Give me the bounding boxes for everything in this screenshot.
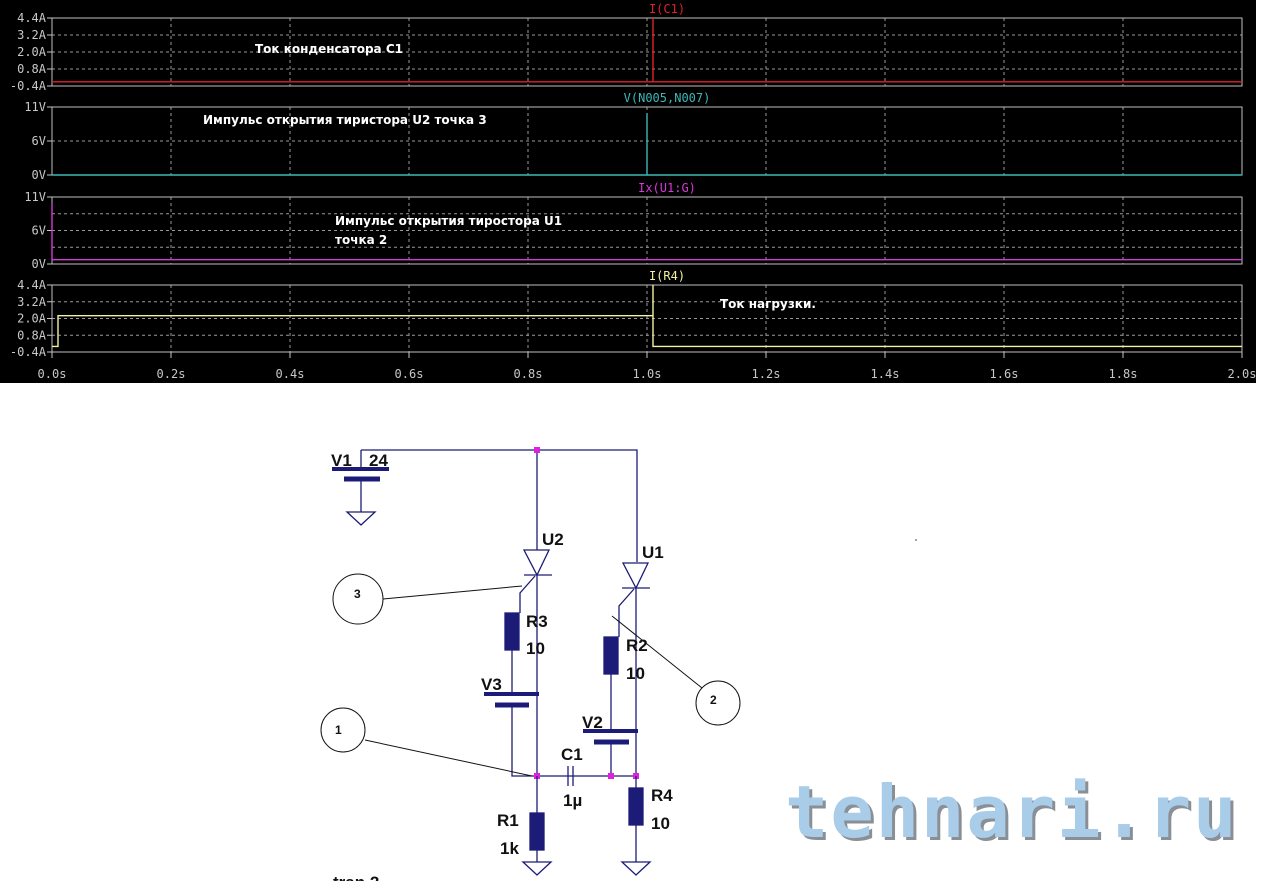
y-tick-label: 0.8A xyxy=(17,328,47,342)
x-tick-label: 0.2s xyxy=(157,367,186,381)
label-v2: V2 xyxy=(582,713,603,732)
resistor-r3-icon xyxy=(504,612,520,651)
trace-annotation: точка 2 xyxy=(335,233,387,247)
x-tick-label: 0.0s xyxy=(38,367,67,381)
y-tick-label: 3.2A xyxy=(17,28,47,42)
wire-v3-node1 xyxy=(511,705,637,777)
point-1-marker xyxy=(320,707,366,753)
trace-annotation: Ток нагрузки. xyxy=(720,297,816,311)
point-2-marker xyxy=(695,680,741,726)
trace-line xyxy=(52,285,1242,348)
x-tick-label: 2.0s xyxy=(1228,367,1256,381)
x-tick-label: 1.0s xyxy=(633,367,662,381)
label-r3: R3 xyxy=(526,612,548,631)
point-3-label: 3 xyxy=(354,587,361,601)
ground-v1-icon xyxy=(345,511,377,526)
y-tick-label: 11V xyxy=(24,190,46,204)
y-tick-label: 6V xyxy=(32,224,46,238)
capacitor-c1-icon xyxy=(567,766,574,786)
waveform-plots: 4.4A 3.2A 2.0A 0.8A -0.4A I(C1) Ток конденсато… xyxy=(10,2,1256,381)
y-tick-label: 3.2A xyxy=(17,295,47,309)
point-1-label: 1 xyxy=(335,723,342,737)
watermark-logo: tehnari.ru xyxy=(785,770,1239,854)
x-tick-label: 1.4s xyxy=(871,367,900,381)
trace-line xyxy=(52,113,1242,176)
label-u2: U2 xyxy=(542,530,564,549)
y-tick-label: 4.4A xyxy=(17,11,47,25)
trace-title: V(N005,N007) xyxy=(624,91,711,105)
value-r2: 10 xyxy=(626,664,645,683)
x-tick-label: 1.2s xyxy=(752,367,781,381)
resistor-r4-icon xyxy=(628,787,644,826)
junction-node xyxy=(608,773,614,779)
thyristor-u2-icon xyxy=(522,549,552,776)
thyristor-u1-icon xyxy=(621,562,650,776)
value-r4: 10 xyxy=(651,814,670,833)
label-c1: C1 xyxy=(561,745,583,764)
x-tick-label: 0.6s xyxy=(395,367,424,381)
y-tick-label: 4.4A xyxy=(17,278,47,292)
resistor-r1-icon xyxy=(529,812,545,851)
plot-frame xyxy=(51,17,1243,87)
value-r1: 1k xyxy=(500,839,519,858)
y-tick-label: -0.4A xyxy=(10,345,47,359)
value-v1: 24 xyxy=(369,451,388,470)
label-r1: R1 xyxy=(497,811,519,830)
trace-annotation: Импульс открытия тиростора U1 xyxy=(335,214,562,228)
y-tick-label: 11V xyxy=(24,100,46,114)
x-tick-label: 1.6s xyxy=(990,367,1019,381)
junction-node xyxy=(534,447,540,453)
label-v1: V1 xyxy=(331,451,352,470)
x-tick-label: 0.8s xyxy=(514,367,543,381)
y-tick-label: 2.0A xyxy=(17,45,47,59)
y-tick-label: 6V xyxy=(32,134,46,148)
value-r3: 10 xyxy=(526,639,545,658)
label-r2: R2 xyxy=(626,636,648,655)
point-2-leader xyxy=(611,615,703,689)
ground-r1-icon xyxy=(521,861,553,876)
x-tick-label: 1.8s xyxy=(1109,367,1138,381)
y-tick-label: 0V xyxy=(32,257,46,271)
label-r4: R4 xyxy=(651,786,673,805)
trace-annotation: Импульс открытия тиристора U2 точка 3 xyxy=(203,113,487,127)
label-v3: V3 xyxy=(481,675,502,694)
wire-top xyxy=(361,449,638,562)
u1-gate xyxy=(618,588,635,637)
trace-title: I(R4) xyxy=(649,269,685,283)
y-tick-label: 2.0A xyxy=(17,312,47,326)
trace-title: I(C1) xyxy=(649,2,685,16)
waveform-viewer: 4.4A 3.2A 2.0A 0.8A -0.4A I(C1) Ток конденсато… xyxy=(0,0,1256,383)
trace-title: Ix(U1:G) xyxy=(638,181,696,195)
y-tick-label: 0V xyxy=(32,168,46,182)
trace-annotation: Ток конденсатора C1 xyxy=(255,42,403,56)
value-c1: 1µ xyxy=(563,791,582,810)
x-tick-label: 0.4s xyxy=(276,367,305,381)
label-u1: U1 xyxy=(642,543,664,562)
trace-line xyxy=(51,203,1242,261)
point-2-label: 2 xyxy=(710,693,717,707)
u2-gate xyxy=(519,575,536,613)
stray-dot xyxy=(915,539,917,541)
point-3-leader xyxy=(382,585,523,600)
ground-r4-icon xyxy=(620,861,652,876)
y-tick-label: -0.4A xyxy=(10,79,47,93)
trace-line xyxy=(52,18,1242,83)
point-1-leader xyxy=(364,739,533,777)
y-tick-label: 0.8A xyxy=(17,62,47,76)
resistor-r2-icon xyxy=(603,636,619,675)
spice-directive: tran 2 xyxy=(333,873,379,881)
